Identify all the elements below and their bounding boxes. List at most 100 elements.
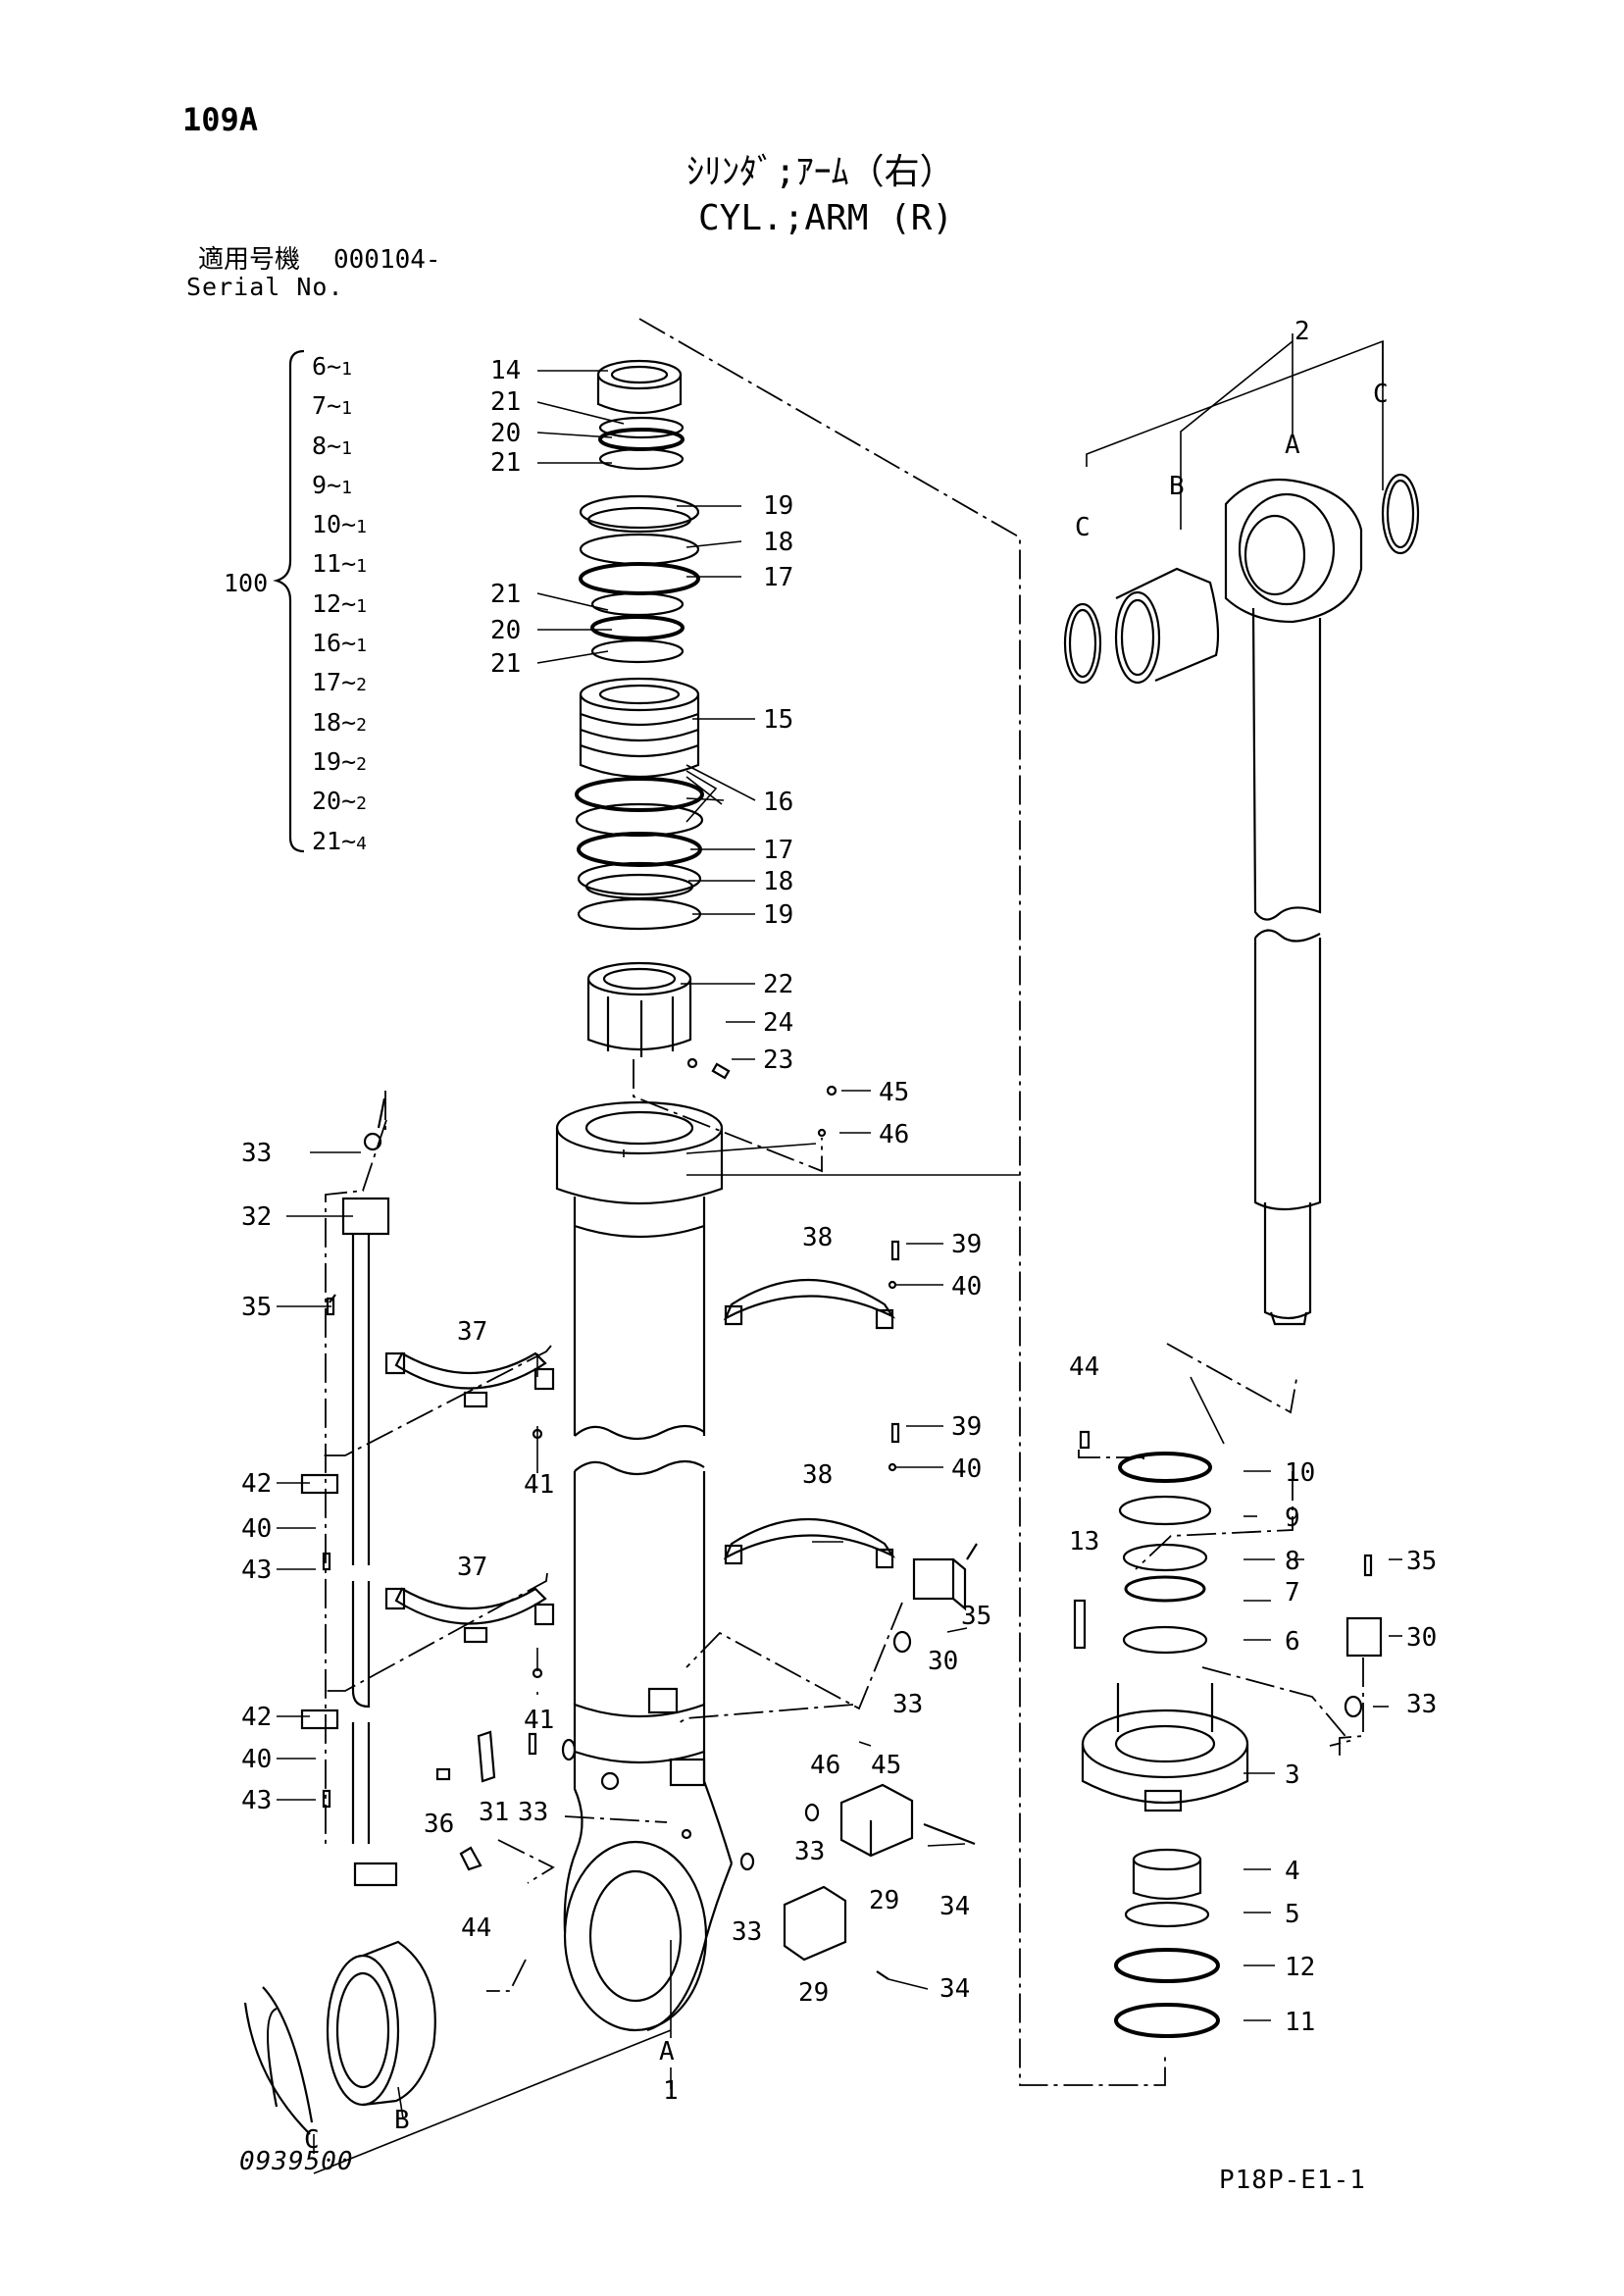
kit-item: 12~1 [312,588,368,618]
callout-label: C [1075,513,1091,542]
part-23-screw [711,1062,731,1080]
part-38-clamp-upper [723,1278,896,1330]
kit-item: 19~2 [312,746,368,776]
callout-label: 33 [794,1837,825,1866]
callout-label: 3 [1285,1760,1300,1790]
callout-label: 4 [1285,1857,1300,1886]
callout-label: 34 [939,1974,970,2004]
callout-label: 32 [241,1202,272,1232]
kit-item: 18~2 [312,707,368,737]
callout-label: 18 [763,528,793,557]
rings-4-5-12-11 [1114,1848,1220,2038]
callout-label: 37 [457,1317,487,1347]
bolts-39-40 [532,1240,900,1679]
callout-label: 33 [892,1690,923,1719]
kit-item: 21~4 [312,826,368,855]
callout-label: 19 [763,491,793,521]
part-29-block-upper [804,1783,976,1858]
part-13-bolt [1073,1599,1087,1650]
kit-item: 20~2 [312,787,368,816]
kit-item: 9~1 [312,470,352,499]
callout-label: 34 [939,1892,970,1921]
rings-16-17-18-19-lower [575,777,704,931]
part-24-ball [686,1057,698,1069]
callout-label: 29 [798,1978,829,2008]
callout-leaders [277,333,1402,2174]
callout-label: 33 [1406,1690,1437,1719]
kit-item: 16~1 [312,629,368,658]
rings-19-18-17-upper [579,494,700,595]
kit-item: 11~1 [312,549,368,579]
callout-label: 2 [1294,317,1310,346]
callout-label: 20 [490,419,521,448]
callout-label: 13 [1069,1527,1099,1556]
callout-label: 35 [1406,1547,1437,1576]
callout-label: 30 [1406,1623,1437,1653]
callout-label: 39 [951,1412,982,1442]
part-B-bushing [1114,567,1220,685]
part-B-bushing-lower [243,1940,436,2135]
callout-label: 46 [879,1120,909,1149]
callout-label: 21 [490,580,521,609]
callout-label: 16 [763,788,793,817]
serial-label-japanese: 適用号機 [198,245,301,275]
title-japanese: ｼﾘﾝﾀﾞ;ｱｰﾑ（右） [686,152,955,192]
callout-label: 45 [871,1751,901,1780]
callout-label: C [304,2125,320,2155]
callout-label: 31 [479,1798,509,1827]
callout-label: 9 [1285,1504,1300,1533]
callout-label: 36 [424,1810,454,1839]
callout-label: 30 [928,1647,958,1676]
callout-label: 46 [810,1751,840,1780]
callout-label: 40 [241,1745,272,1774]
callout-label: B [1169,472,1185,501]
callout-label: 35 [241,1293,272,1322]
callout-label: B [394,2106,410,2135]
kit-brace [273,349,305,853]
callout-label: 11 [1285,2008,1315,2037]
kit-item: 8~1 [312,431,352,460]
part-15-piston [579,677,700,779]
part-22-nut [586,961,692,1057]
callout-label: 41 [524,1470,554,1500]
callout-label: 42 [241,1703,272,1732]
callout-label: 44 [1069,1352,1099,1382]
callout-label: 12 [1285,1953,1315,1982]
part-37-clamp-lower [384,1587,555,1644]
callout-label: 38 [802,1460,833,1490]
callout-label: 33 [241,1139,272,1168]
part-C-seals-right [1063,473,1420,685]
callout-label: 38 [802,1223,833,1252]
callout-label: 22 [763,970,793,999]
callout-label: 41 [524,1706,554,1735]
part-44-grease-nipple [1079,1430,1091,1450]
callout-label: 21 [490,387,521,417]
callout-label: 40 [241,1514,272,1544]
serial-label-english: Serial No. [186,273,344,301]
callout-label: 15 [763,705,793,735]
page-reference: P18P-E1-1 [1219,2166,1366,2195]
part-30-block-left [892,1543,978,1654]
kit-parts-list: 6~1 7~1 8~1 9~1 10~1 11~1 12~1 16~1 17~2… [312,347,375,861]
callout-label: 8 [1285,1547,1300,1576]
drawing-number: 0939500 [239,2147,354,2176]
callout-label: 43 [241,1786,272,1815]
rings-21-20-21-upper [598,416,685,471]
callout-label: 5 [1285,1900,1300,1929]
callout-label: 44 [461,1913,491,1943]
kit-number-label: 100 [224,569,269,597]
part-1-cylinder-tube [555,1100,734,2032]
callout-label: 18 [763,867,793,896]
callout-label: 24 [763,1008,793,1038]
callout-label: 35 [961,1602,991,1631]
serial-number-value: 000104- [333,245,441,275]
rings-21-20-21-middle [590,591,685,664]
part-3-rod-cover [1081,1683,1249,1812]
callout-label: 10 [1285,1458,1315,1488]
callout-numbers: 2 A B C C 14 21 20 21 19 18 17 21 20 21 … [241,317,1437,2155]
callout-label: 39 [951,1230,982,1259]
callout-label: 19 [763,900,793,930]
part-30-block-right [1344,1554,1383,1718]
callout-label: 21 [490,649,521,679]
